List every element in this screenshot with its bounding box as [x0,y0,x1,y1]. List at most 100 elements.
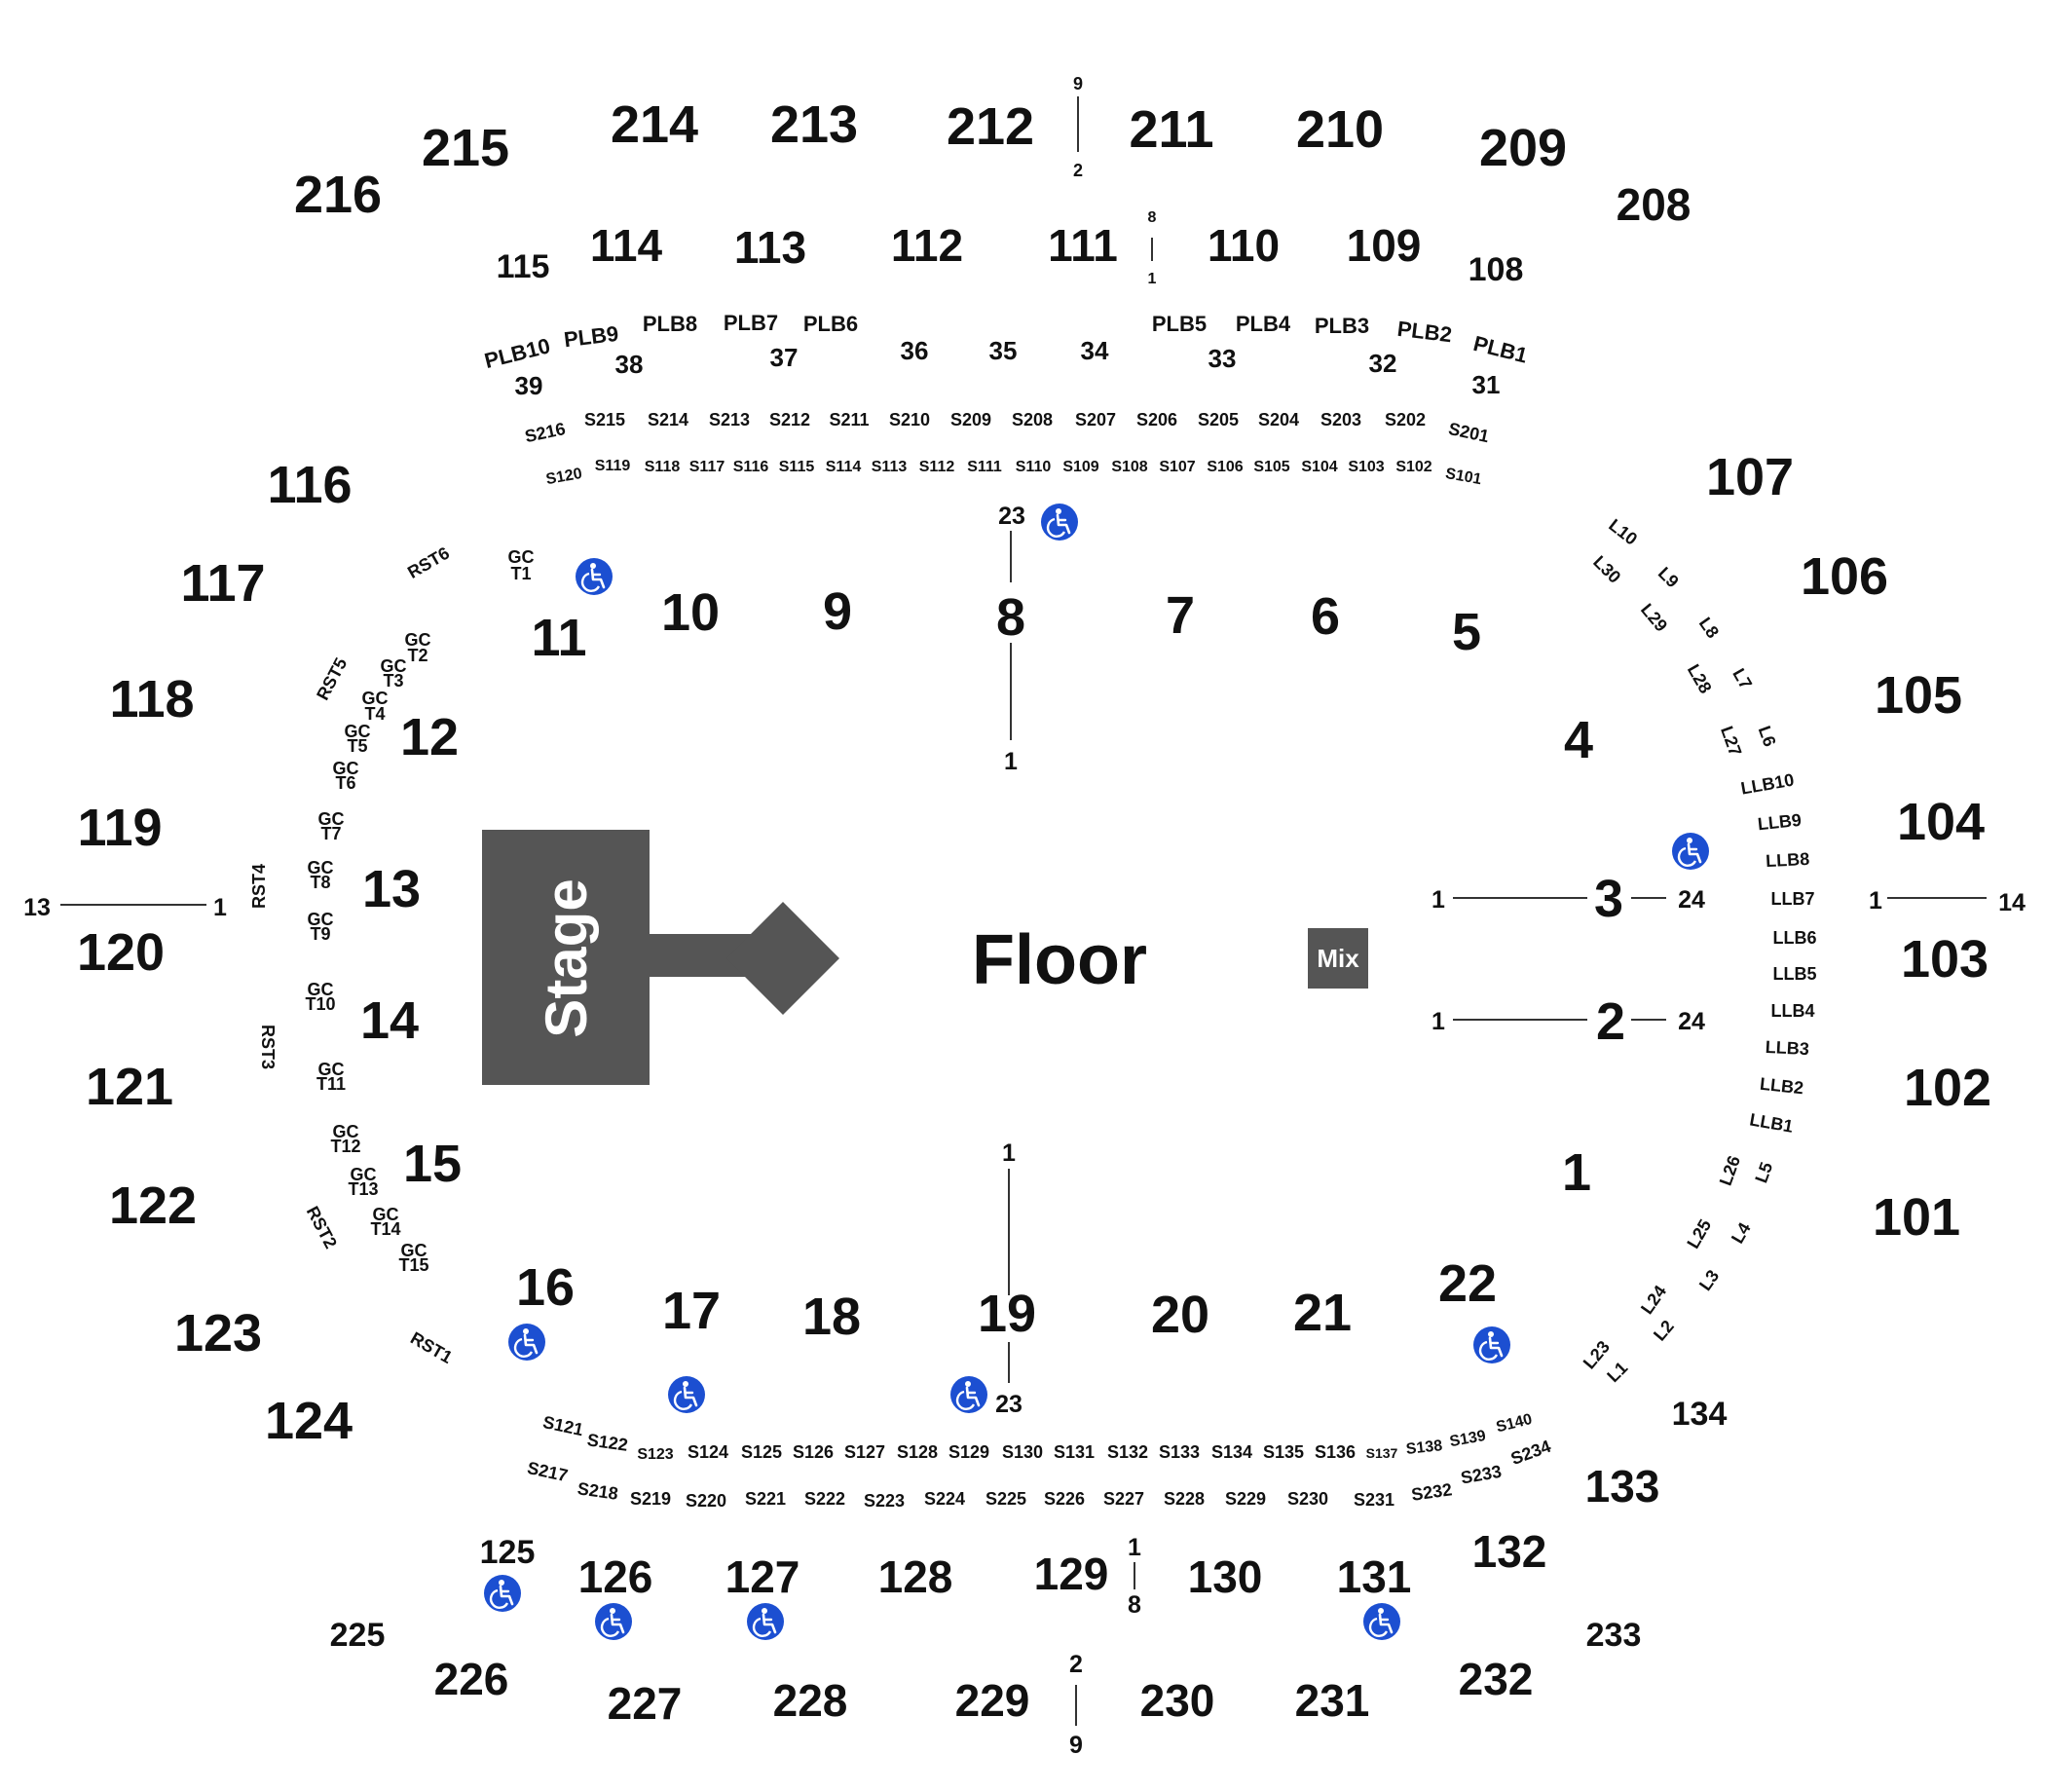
llb-label[interactable]: LLB2 [1759,1074,1804,1099]
section-label[interactable]: 225 [330,1617,386,1654]
suite-label[interactable]: S231 [1354,1490,1394,1510]
l-box-label[interactable]: L1 [1603,1358,1631,1386]
rst-label[interactable]: RST4 [249,864,269,909]
section-label[interactable]: 214 [611,95,698,154]
llb-label[interactable]: LLB4 [1771,1001,1815,1021]
section-label[interactable]: 215 [422,119,509,177]
suite-label[interactable]: S234 [1508,1437,1553,1469]
llb-label[interactable]: LLB5 [1773,964,1817,984]
llb-label[interactable]: LLB3 [1765,1037,1809,1059]
suite-label[interactable]: S123 [637,1446,673,1463]
section-label[interactable]: 213 [770,95,858,154]
llb-label[interactable]: LLB1 [1748,1109,1795,1137]
floor-section-label[interactable]: 22 [1438,1254,1497,1313]
section-label[interactable]: 229 [955,1675,1030,1726]
suite-label[interactable]: S219 [630,1489,671,1509]
floor-section-label[interactable]: 10 [661,583,720,642]
section-label[interactable]: 112 [891,220,963,271]
floor-section-label[interactable]: 14 [360,991,419,1050]
suite-label[interactable]: S211 [829,410,869,429]
suite-label[interactable]: S139 [1448,1428,1487,1450]
section-label[interactable]: 107 [1706,448,1794,506]
floor-section-label[interactable]: 13 [362,860,421,918]
suite-label[interactable]: S204 [1258,410,1299,429]
l-box-label[interactable]: L5 [1751,1160,1776,1186]
floor-section-label[interactable]: 12 [400,708,459,766]
llb-label[interactable]: LLB10 [1739,769,1796,798]
section-label[interactable]: 124 [265,1392,353,1450]
suite-label[interactable]: S225 [985,1489,1026,1509]
section-label[interactable]: 130 [1188,1551,1263,1602]
section-label[interactable]: 123 [174,1304,262,1363]
suite-label[interactable]: S209 [950,410,991,429]
suite-label[interactable]: S104 [1301,459,1337,475]
floor-section-label[interactable]: 17 [662,1282,721,1340]
suite-label[interactable]: S216 [523,419,567,446]
wheelchair-icon[interactable] [745,1601,786,1642]
l-box-label[interactable]: L4 [1728,1219,1755,1247]
suite-label[interactable]: S224 [924,1489,965,1509]
l-box-label[interactable]: L2 [1650,1317,1678,1345]
plb-number[interactable]: 32 [1369,349,1397,378]
wheelchair-icon[interactable] [506,1322,547,1363]
suite-label[interactable]: S126 [793,1442,834,1462]
section-label[interactable]: 128 [878,1551,953,1602]
plb-number[interactable]: 37 [770,343,799,372]
l-box-label[interactable]: L26 [1716,1153,1744,1188]
floor-section-label[interactable]: 18 [802,1288,861,1346]
section-label[interactable]: 104 [1897,793,1985,851]
suite-label[interactable]: S137 [1366,1445,1398,1461]
plb-label[interactable]: PLB8 [643,312,697,336]
plb-number[interactable]: 36 [901,336,929,365]
suite-label[interactable]: S105 [1253,459,1289,475]
section-label[interactable]: 133 [1585,1461,1660,1512]
plb-number[interactable]: 38 [615,350,644,379]
stage[interactable]: Stage [482,830,839,1085]
plb-label[interactable]: PLB4 [1236,312,1291,336]
floor-section-label[interactable]: 21 [1293,1284,1352,1342]
section-label[interactable]: 131 [1337,1551,1412,1602]
section-label[interactable]: 106 [1801,547,1888,606]
section-label[interactable]: 111 [1048,220,1118,271]
suite-label[interactable]: S101 [1444,466,1483,488]
l-box-label[interactable]: L29 [1637,600,1671,636]
suite-label[interactable]: S118 [645,459,681,475]
floor-section-label[interactable]: 6 [1311,587,1340,646]
rst-label[interactable]: RST1 [407,1328,456,1367]
l-box-label[interactable]: L3 [1695,1266,1723,1294]
section-label[interactable]: 212 [947,97,1034,156]
l-box-label[interactable]: L6 [1755,724,1780,750]
section-label[interactable]: 101 [1873,1188,1960,1247]
suite-label[interactable]: S111 [967,459,1002,475]
suite-label[interactable]: S214 [648,410,688,429]
suite-label[interactable]: S125 [741,1442,782,1462]
suite-label[interactable]: S210 [889,410,930,429]
suite-label[interactable]: S218 [576,1478,619,1504]
floor-section-label[interactable]: 4 [1564,711,1593,769]
section-label[interactable]: 233 [1586,1617,1642,1654]
suite-label[interactable]: S134 [1211,1442,1252,1462]
suite-label[interactable]: S120 [544,466,583,488]
plb-label[interactable]: PLB1 [1471,331,1531,368]
floor-section-label[interactable]: 20 [1151,1286,1209,1344]
suite-label[interactable]: S119 [595,458,631,474]
suite-label[interactable]: S220 [686,1491,726,1511]
section-label[interactable]: 231 [1295,1675,1370,1726]
floor-section-label[interactable]: 7 [1166,586,1195,645]
plb-number[interactable]: 35 [989,336,1018,365]
suite-label[interactable]: S117 [689,459,725,475]
section-label[interactable]: 132 [1472,1526,1547,1577]
suite-label[interactable]: S205 [1198,410,1239,429]
plb-label[interactable]: PLB10 [482,333,552,373]
suite-label[interactable]: S122 [586,1430,629,1455]
wheelchair-icon[interactable] [593,1601,634,1642]
section-label[interactable]: 216 [294,166,382,224]
section-label[interactable]: 108 [1469,251,1524,288]
